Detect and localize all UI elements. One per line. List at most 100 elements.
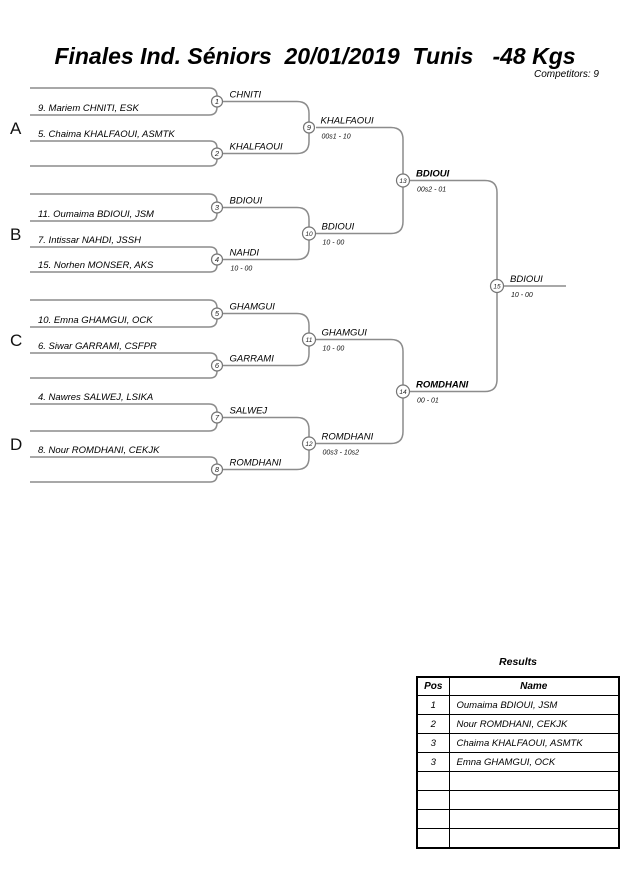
bracket-line — [30, 158, 218, 167]
match-score: 00s2 - 01 — [417, 187, 446, 194]
bracket-line — [30, 474, 218, 483]
match-number: 4 — [215, 255, 219, 264]
name-cell: Chaima KHALFAOUI, ASMTK — [448, 733, 620, 753]
bracket-connector — [410, 179, 498, 280]
competitor-name: 6. Siwar GARRAMI, CSFPR — [38, 341, 157, 352]
results-col-name: Name — [448, 676, 620, 696]
competitor-name: 15. Norhen MONSER, AKS — [38, 260, 154, 271]
bracket-line — [30, 318, 218, 328]
results-col-pos: Pos — [416, 676, 450, 696]
pos-cell: 3 — [416, 733, 450, 753]
bracket-line — [30, 403, 218, 413]
match-score: 10 - 00 — [231, 266, 253, 273]
bracket-connector — [223, 416, 310, 437]
bracket-connector — [316, 338, 404, 385]
bracket-line — [30, 456, 218, 465]
match-number: 11 — [306, 337, 313, 344]
match-circle-8 — [210, 463, 224, 476]
winner-label: SALWEJ — [230, 406, 268, 417]
bracket-line — [30, 106, 218, 116]
match-circle-2 — [210, 147, 224, 160]
winner-label: GHAMGUI — [230, 302, 276, 313]
winner-label: NAHDI — [230, 248, 260, 259]
section-label-D: D — [10, 435, 22, 454]
bracket-connector — [223, 133, 310, 155]
results-header-row: Pos Name — [416, 676, 620, 696]
section-label-A: A — [10, 119, 22, 138]
name-cell — [448, 790, 620, 810]
bracket-line — [30, 299, 218, 309]
match-circle-3 — [210, 201, 224, 214]
bracket-connector — [223, 240, 310, 261]
name-cell: Emna GHAMGUI, OCK — [448, 752, 620, 772]
match-number: 5 — [215, 309, 220, 318]
match-circle-10 — [301, 226, 317, 241]
competitor-name: 7. Intissar NAHDI, JSSH — [38, 235, 141, 246]
bracket-line — [30, 352, 218, 361]
bracket-connector — [223, 206, 310, 227]
results-title: Results — [499, 656, 537, 668]
results-row — [416, 828, 620, 849]
match-number: 9 — [307, 123, 312, 132]
winner-label: CHNITI — [230, 90, 262, 101]
winner-label: BDIOUI — [510, 274, 543, 285]
results-row — [416, 790, 620, 810]
bracket-line — [30, 422, 218, 432]
match-circle-1 — [210, 95, 224, 108]
pos-cell: 1 — [416, 695, 450, 715]
winner-label: KHALFAOUI — [321, 116, 375, 127]
winner-label: ROMDHANI — [416, 380, 469, 391]
match-number: 14 — [399, 389, 407, 396]
results-row — [416, 809, 620, 829]
winner-label: GHAMGUI — [322, 328, 368, 339]
bracket-connector — [223, 450, 310, 471]
competitor-name: 11. Oumaima BDIOUI, JSM — [38, 209, 154, 220]
match-score: 00s3 - 10s2 — [323, 450, 360, 457]
match-number: 8 — [215, 465, 220, 474]
competitor-name: 10. Emna GHAMGUI, OCK — [38, 315, 153, 326]
match-number: 13 — [399, 178, 407, 185]
match-circle-11 — [301, 332, 317, 347]
match-score: 10 - 00 — [323, 346, 345, 353]
pos-cell — [416, 828, 450, 849]
competitor-name: 4. Nawres SALWEJ, LSIKA — [38, 392, 153, 403]
bracket-connector — [316, 187, 404, 235]
match-number: 7 — [215, 413, 220, 422]
match-number: 1 — [215, 97, 219, 106]
pos-cell — [416, 790, 450, 810]
winner-label: ROMDHANI — [322, 432, 374, 443]
bracket-line — [30, 193, 218, 203]
bracket-line — [30, 246, 218, 255]
bracket-line — [30, 264, 218, 273]
match-circle-7 — [210, 411, 224, 424]
bracket-connector — [223, 312, 310, 333]
pos-cell — [416, 771, 450, 791]
match-number: 12 — [305, 441, 313, 448]
match-number: 15 — [493, 283, 501, 290]
match-circle-14 — [395, 384, 411, 399]
match-score: 10 - 00 — [323, 240, 345, 247]
bracket-connector — [316, 126, 404, 174]
bracket-connector — [316, 398, 404, 445]
pos-cell: 3 — [416, 752, 450, 772]
match-circle-6 — [210, 359, 224, 372]
competitor-name: 5. Chaima KHALFAOUI, ASMTK — [38, 129, 175, 140]
match-number: 3 — [215, 203, 220, 212]
pos-cell: 2 — [416, 714, 450, 734]
section-label-C: C — [10, 331, 22, 350]
match-circle-13 — [395, 173, 411, 188]
competitor-name: 8. Nour ROMDHANI, CEKJK — [38, 445, 160, 456]
name-cell: Nour ROMDHANI, CEKJK — [448, 714, 620, 734]
bracket-connector — [223, 346, 310, 367]
bracket-connector — [223, 100, 310, 122]
pos-cell — [416, 809, 450, 829]
match-circle-12 — [301, 436, 317, 451]
name-cell — [448, 828, 620, 849]
